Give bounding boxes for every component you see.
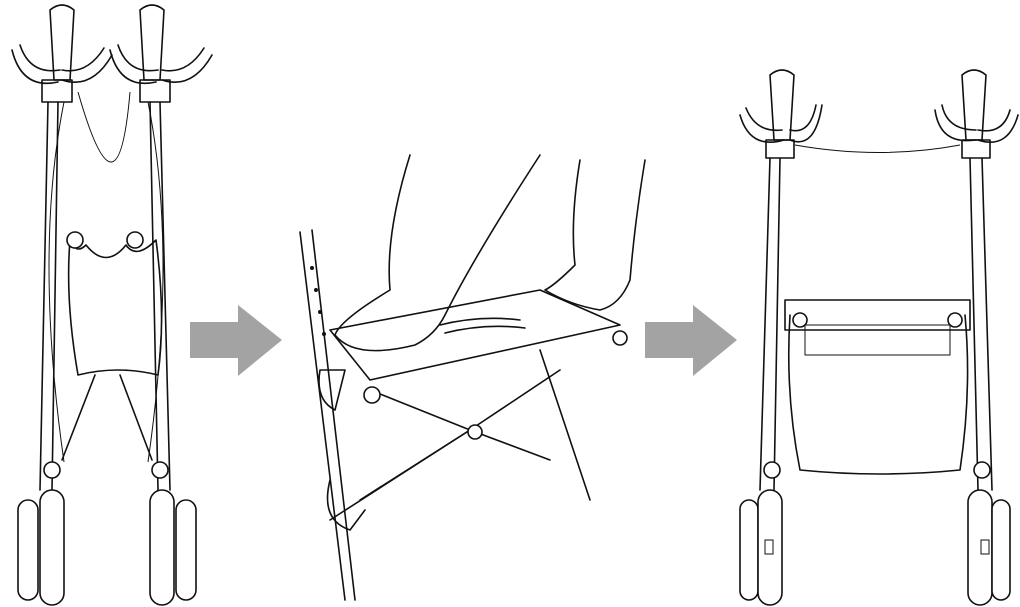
seat-bar: [784, 299, 971, 331]
bag: [787, 314, 969, 475]
right-handle: [109, 4, 213, 103]
folded-wheels: [17, 461, 197, 606]
next-step-arrow: [190, 305, 282, 376]
unfolded-wheels: [739, 461, 1011, 606]
folded-bag: [67, 239, 163, 376]
next-step-arrow: [645, 305, 737, 376]
left-hand: [334, 154, 541, 352]
left-handle: [11, 4, 113, 103]
side-frame: [299, 229, 356, 601]
left-handle: [739, 69, 823, 159]
right-handle: [934, 69, 1019, 159]
press-seat-illustration: [299, 154, 646, 601]
right-hand: [544, 159, 646, 311]
unfolded-rollator-illustration: [739, 69, 1019, 606]
folded-rollator-illustration: [11, 4, 213, 606]
seat: [329, 289, 621, 381]
